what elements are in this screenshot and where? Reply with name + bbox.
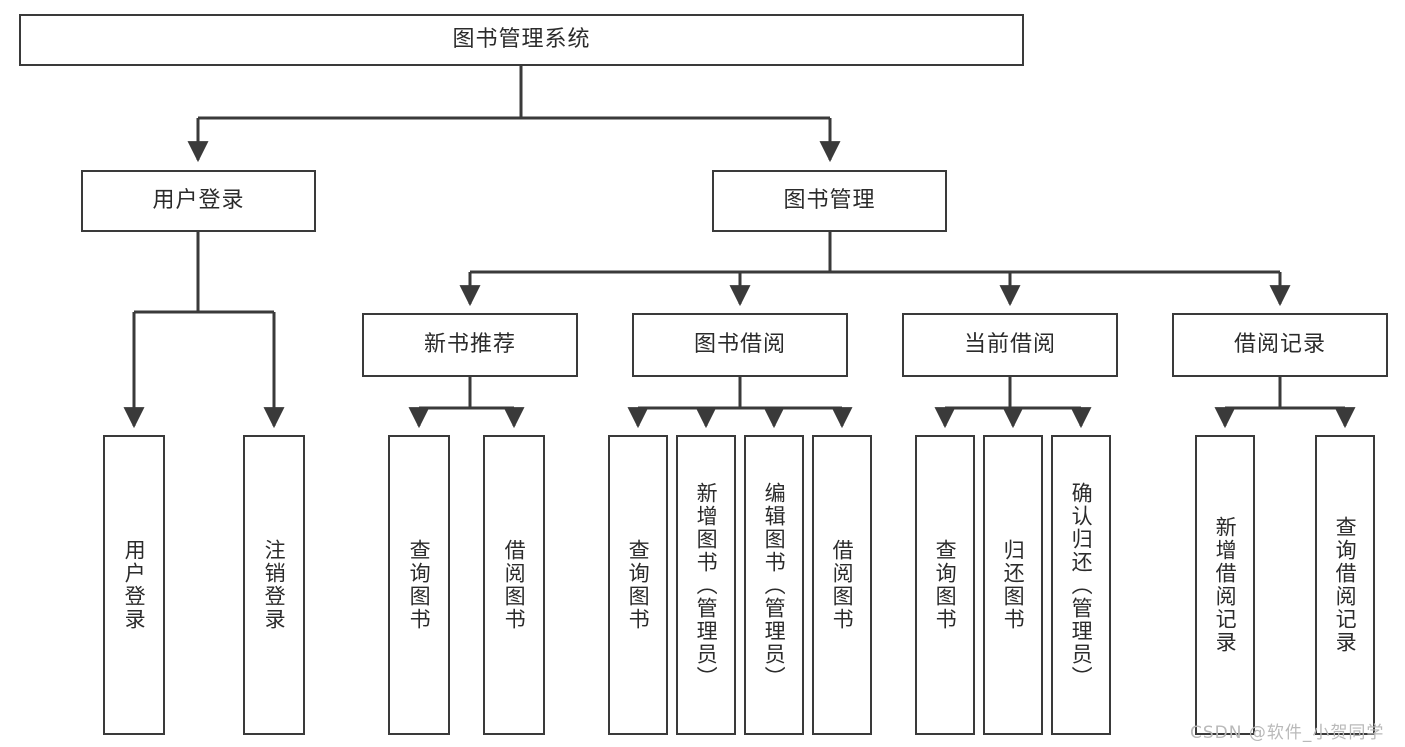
leaf-return-book[interactable]: 归还图书 xyxy=(983,435,1043,735)
node-label: 当前借阅 xyxy=(963,331,1056,357)
leaf-logout[interactable]: 注销登录 xyxy=(243,435,305,735)
node-label: 用户登录 xyxy=(152,187,245,213)
node-level2-borrow-record[interactable]: 借阅记录 xyxy=(1172,313,1388,377)
leaf-query-book-current[interactable]: 查询图书 xyxy=(915,435,975,735)
node-label: 查询图书 xyxy=(933,539,958,631)
leaf-query-book-borrow[interactable]: 查询图书 xyxy=(608,435,668,735)
leaf-borrow-book-recommend[interactable]: 借阅图书 xyxy=(483,435,545,735)
node-label: 查询借阅记录 xyxy=(1333,516,1358,654)
node-label: 借阅记录 xyxy=(1233,331,1326,357)
leaf-edit-book-admin[interactable]: 编辑图书（管理员） xyxy=(744,435,804,735)
leaf-add-borrow-record[interactable]: 新增借阅记录 xyxy=(1195,435,1255,735)
node-level2-book-borrow[interactable]: 图书借阅 xyxy=(632,313,848,377)
node-level1-user-login[interactable]: 用户登录 xyxy=(81,170,316,232)
node-label: 图书管理 xyxy=(783,187,876,213)
leaf-borrow-book[interactable]: 借阅图书 xyxy=(812,435,872,735)
leaf-user-login[interactable]: 用户登录 xyxy=(103,435,165,735)
leaf-confirm-return-admin[interactable]: 确认归还（管理员） xyxy=(1051,435,1111,735)
node-label: 确认归还（管理员） xyxy=(1069,481,1094,689)
node-label: 新增借阅记录 xyxy=(1213,516,1238,654)
node-label: 归还图书 xyxy=(1001,539,1026,631)
leaf-query-borrow-record[interactable]: 查询借阅记录 xyxy=(1315,435,1375,735)
node-label: 借阅图书 xyxy=(502,539,527,631)
node-label: 图书管理系统 xyxy=(452,26,591,52)
watermark: CSDN @软件_小贺同学 xyxy=(1190,723,1385,743)
node-label: 借阅图书 xyxy=(830,539,855,631)
node-label: 查询图书 xyxy=(626,539,651,631)
node-root[interactable]: 图书管理系统 xyxy=(19,14,1024,66)
node-level2-new-book-recommend[interactable]: 新书推荐 xyxy=(362,313,578,377)
node-label: 注销登录 xyxy=(262,539,287,631)
node-label: 查询图书 xyxy=(407,539,432,631)
node-level1-book-management[interactable]: 图书管理 xyxy=(712,170,947,232)
leaf-add-book-admin[interactable]: 新增图书（管理员） xyxy=(676,435,736,735)
node-label: 新增图书（管理员） xyxy=(694,481,719,689)
node-level2-current-borrow[interactable]: 当前借阅 xyxy=(902,313,1118,377)
node-label: 用户登录 xyxy=(122,539,147,631)
node-label: 图书借阅 xyxy=(693,331,786,357)
leaf-query-book-recommend[interactable]: 查询图书 xyxy=(388,435,450,735)
node-label: 编辑图书（管理员） xyxy=(762,481,787,689)
node-label: 新书推荐 xyxy=(423,331,516,357)
